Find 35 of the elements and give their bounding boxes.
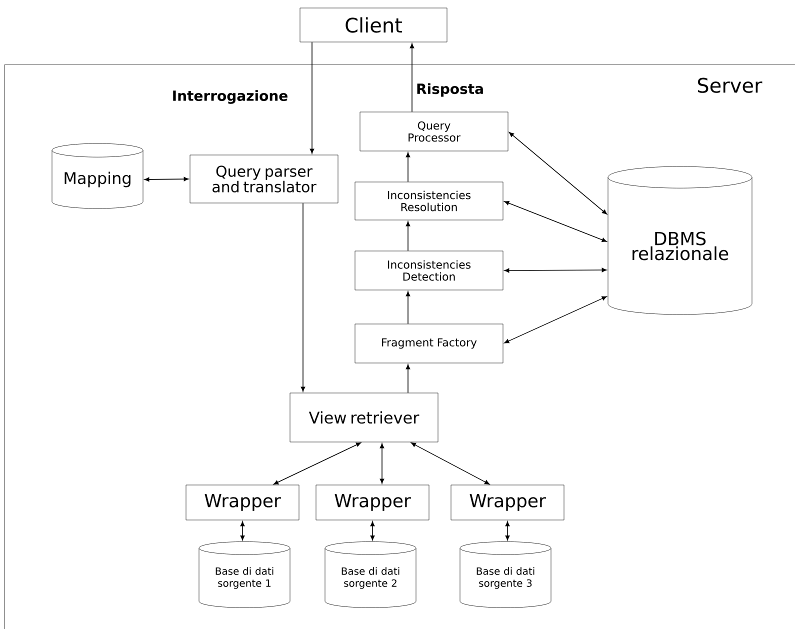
process-box: Query Processor: [360, 112, 508, 152]
edge-label: Risposta: [417, 83, 483, 97]
arrow: [505, 521, 510, 540]
process-box: Client: [300, 8, 448, 42]
arrow: [310, 42, 314, 154]
database-cylinder: Base di dati sorgente 2: [324, 542, 416, 608]
arrow: [504, 268, 607, 273]
process-box: Inconsistencies Detection: [354, 250, 504, 290]
arrow: [406, 291, 410, 324]
arrow: [240, 521, 245, 540]
database-cylinder: Base di dati sorgente 1: [198, 542, 290, 608]
process-box: Wrapper: [186, 484, 300, 520]
process-box: Wrapper: [450, 484, 564, 520]
process-box: Wrapper: [316, 484, 430, 520]
process-box: Fragment Factory: [354, 324, 504, 364]
arrow: [504, 296, 607, 344]
arrow: [273, 442, 362, 485]
arrow: [410, 442, 490, 484]
arrow: [406, 221, 410, 252]
edge-label: Interrogazione: [173, 90, 288, 104]
process-box: Inconsistencies Resolution: [354, 182, 504, 220]
arrow: [508, 132, 608, 214]
arrow: [370, 521, 375, 540]
arrow: [406, 152, 410, 182]
database-cylinder: Base di dati sorgente 3: [460, 542, 552, 608]
arrow: [504, 201, 607, 242]
process-box: Query parser and translator: [190, 154, 338, 204]
arrow: [144, 176, 189, 182]
arrow: [410, 43, 414, 112]
arrow: [300, 202, 306, 392]
database-cylinder: DBMS relazionale: [608, 166, 752, 315]
arrow: [380, 443, 384, 484]
arrow: [406, 364, 410, 394]
database-cylinder: Mapping: [52, 143, 144, 209]
process-box: View retriever: [290, 392, 438, 442]
